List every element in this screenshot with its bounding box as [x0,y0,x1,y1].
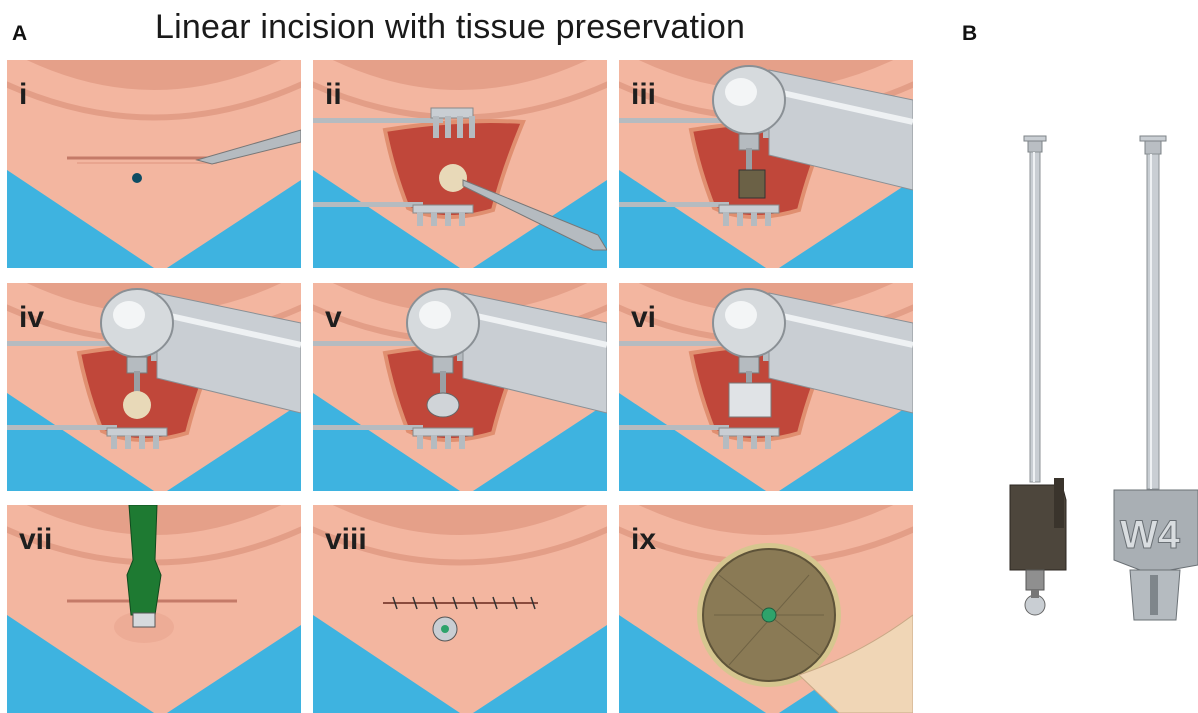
step-label: iv [19,301,44,335]
step-label: i [19,78,27,112]
step-label: ii [325,78,342,112]
step-label: v [325,301,342,335]
step-panel-iii: iii [619,60,913,268]
figure-title: Linear incision with tissue preservation [155,8,745,47]
step-panel-ix: ix [619,505,913,713]
step-illustration [313,60,607,268]
step-label: iii [631,78,656,112]
step-illustration [7,60,301,268]
step-panel-iv: iv [7,283,301,491]
w4-engraving: W4 [1120,513,1181,557]
instrument-panel: W4 [990,120,1198,640]
step-label: ix [631,523,656,557]
dark-sleeve-drill-icon [1010,136,1066,615]
step-label: viii [325,523,367,557]
step-illustration [619,60,913,268]
step-panel-viii: viii [313,505,607,713]
step-panel-i: i [7,60,301,268]
step-illustration [7,283,301,491]
step-panel-v: v [313,283,607,491]
step-panel-ii: ii [313,60,607,268]
instrument-drawing: W4 [990,120,1198,640]
step-illustration [619,505,913,713]
panel-a-letter: A [12,22,27,46]
step-label: vi [631,301,656,335]
panel-b-letter: B [962,22,977,46]
step-illustration [619,283,913,491]
step-illustration [313,283,607,491]
w4-drill-icon: W4 [1114,136,1198,620]
step-label: vii [19,523,52,557]
step-panel-vii: vii [7,505,301,713]
step-panel-vi: vi [619,283,913,491]
